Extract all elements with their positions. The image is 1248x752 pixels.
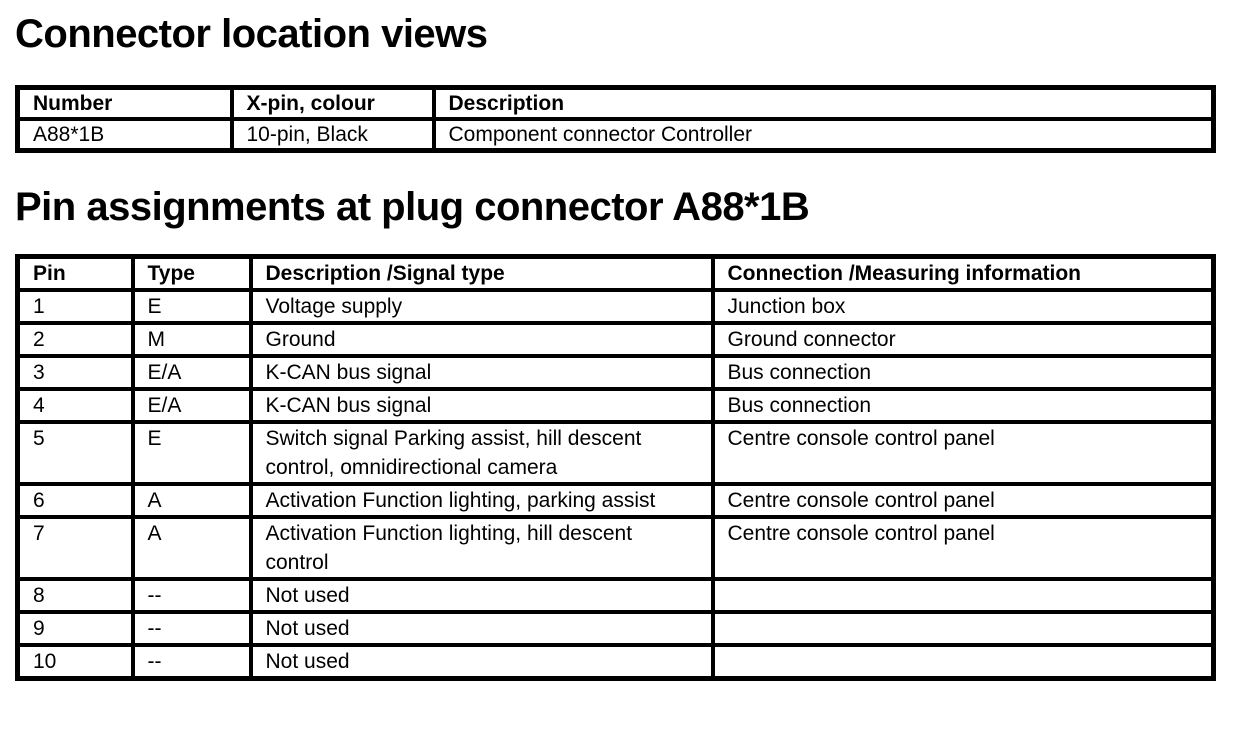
header-description: Description	[431, 85, 1216, 121]
cell-pin: 1	[15, 288, 135, 325]
cell-connection: Centre console control panel	[710, 482, 1216, 519]
cell-signal: Ground	[248, 321, 715, 358]
header-signal-type: Description /Signal type	[248, 254, 715, 292]
cell-type: --	[130, 643, 253, 681]
cell-description: Component connector Controller	[431, 117, 1216, 153]
cell-signal: Switch signal Parking assist, hill desce…	[248, 420, 715, 486]
table-row-pin-3: 3 E/A K-CAN bus signal Bus connection	[15, 354, 1216, 391]
cell-xpin-colour: 10-pin, Black	[229, 117, 436, 153]
table-row-pin-2: 2 M Ground Ground connector	[15, 321, 1216, 358]
cell-pin: 5	[15, 420, 135, 486]
cell-type: M	[130, 321, 253, 358]
cell-connection: Bus connection	[710, 354, 1216, 391]
cell-type: A	[130, 482, 253, 519]
cell-type: E/A	[130, 354, 253, 391]
cell-signal: Not used	[248, 610, 715, 647]
cell-connection	[710, 577, 1216, 614]
cell-connection: Bus connection	[710, 387, 1216, 424]
cell-pin: 7	[15, 515, 135, 581]
table-row-pin-6: 6 A Activation Function lighting, parkin…	[15, 482, 1216, 519]
cell-pin: 9	[15, 610, 135, 647]
table-row: A88*1B 10-pin, Black Component connector…	[15, 117, 1216, 153]
cell-pin: 6	[15, 482, 135, 519]
cell-pin: 4	[15, 387, 135, 424]
cell-pin: 3	[15, 354, 135, 391]
cell-signal: Activation Function lighting, hill desce…	[248, 515, 715, 581]
cell-signal: Not used	[248, 577, 715, 614]
pin-assignments-title: Pin assignments at plug connector A88*1B	[15, 185, 810, 229]
cell-connection: Junction box	[710, 288, 1216, 325]
table-row-pin-1: 1 E Voltage supply Junction box	[15, 288, 1216, 325]
cell-type: E	[130, 288, 253, 325]
cell-pin: 2	[15, 321, 135, 358]
header-pin: Pin	[15, 254, 135, 292]
table-row-pin-4: 4 E/A K-CAN bus signal Bus connection	[15, 387, 1216, 424]
header-type: Type	[130, 254, 253, 292]
table-row-pin-10: 10 -- Not used	[15, 643, 1216, 681]
cell-type: --	[130, 610, 253, 647]
cell-pin: 8	[15, 577, 135, 614]
cell-connection	[710, 610, 1216, 647]
cell-signal: K-CAN bus signal	[248, 387, 715, 424]
cell-type: E	[130, 420, 253, 486]
header-xpin-colour: X-pin, colour	[229, 85, 436, 121]
table-row-pin-5: 5 E Switch signal Parking assist, hill d…	[15, 420, 1216, 486]
header-number: Number	[15, 85, 234, 121]
connector-views-title: Connector location views	[15, 12, 488, 56]
pin-assignments-table: Pin Type Description /Signal type Connec…	[15, 254, 1216, 681]
table-header-row: Number X-pin, colour Description	[15, 85, 1216, 121]
cell-type: E/A	[130, 387, 253, 424]
document-page: Connector location views Number X-pin, c…	[15, 12, 1216, 681]
header-measuring-info: Connection /Measuring information	[710, 254, 1216, 292]
cell-connection	[710, 643, 1216, 681]
cell-type: --	[130, 577, 253, 614]
table-row-pin-7: 7 A Activation Function lighting, hill d…	[15, 515, 1216, 581]
cell-signal: Voltage supply	[248, 288, 715, 325]
connector-location-table: Number X-pin, colour Description A88*1B …	[15, 85, 1216, 153]
cell-signal: Not used	[248, 643, 715, 681]
cell-signal: K-CAN bus signal	[248, 354, 715, 391]
cell-signal: Activation Function lighting, parking as…	[248, 482, 715, 519]
table-row-pin-9: 9 -- Not used	[15, 610, 1216, 647]
cell-number: A88*1B	[15, 117, 234, 153]
cell-pin: 10	[15, 643, 135, 681]
cell-connection: Centre console control panel	[710, 515, 1216, 581]
cell-type: A	[130, 515, 253, 581]
cell-connection: Ground connector	[710, 321, 1216, 358]
cell-connection: Centre console control panel	[710, 420, 1216, 486]
table-header-row: Pin Type Description /Signal type Connec…	[15, 254, 1216, 292]
table-row-pin-8: 8 -- Not used	[15, 577, 1216, 614]
